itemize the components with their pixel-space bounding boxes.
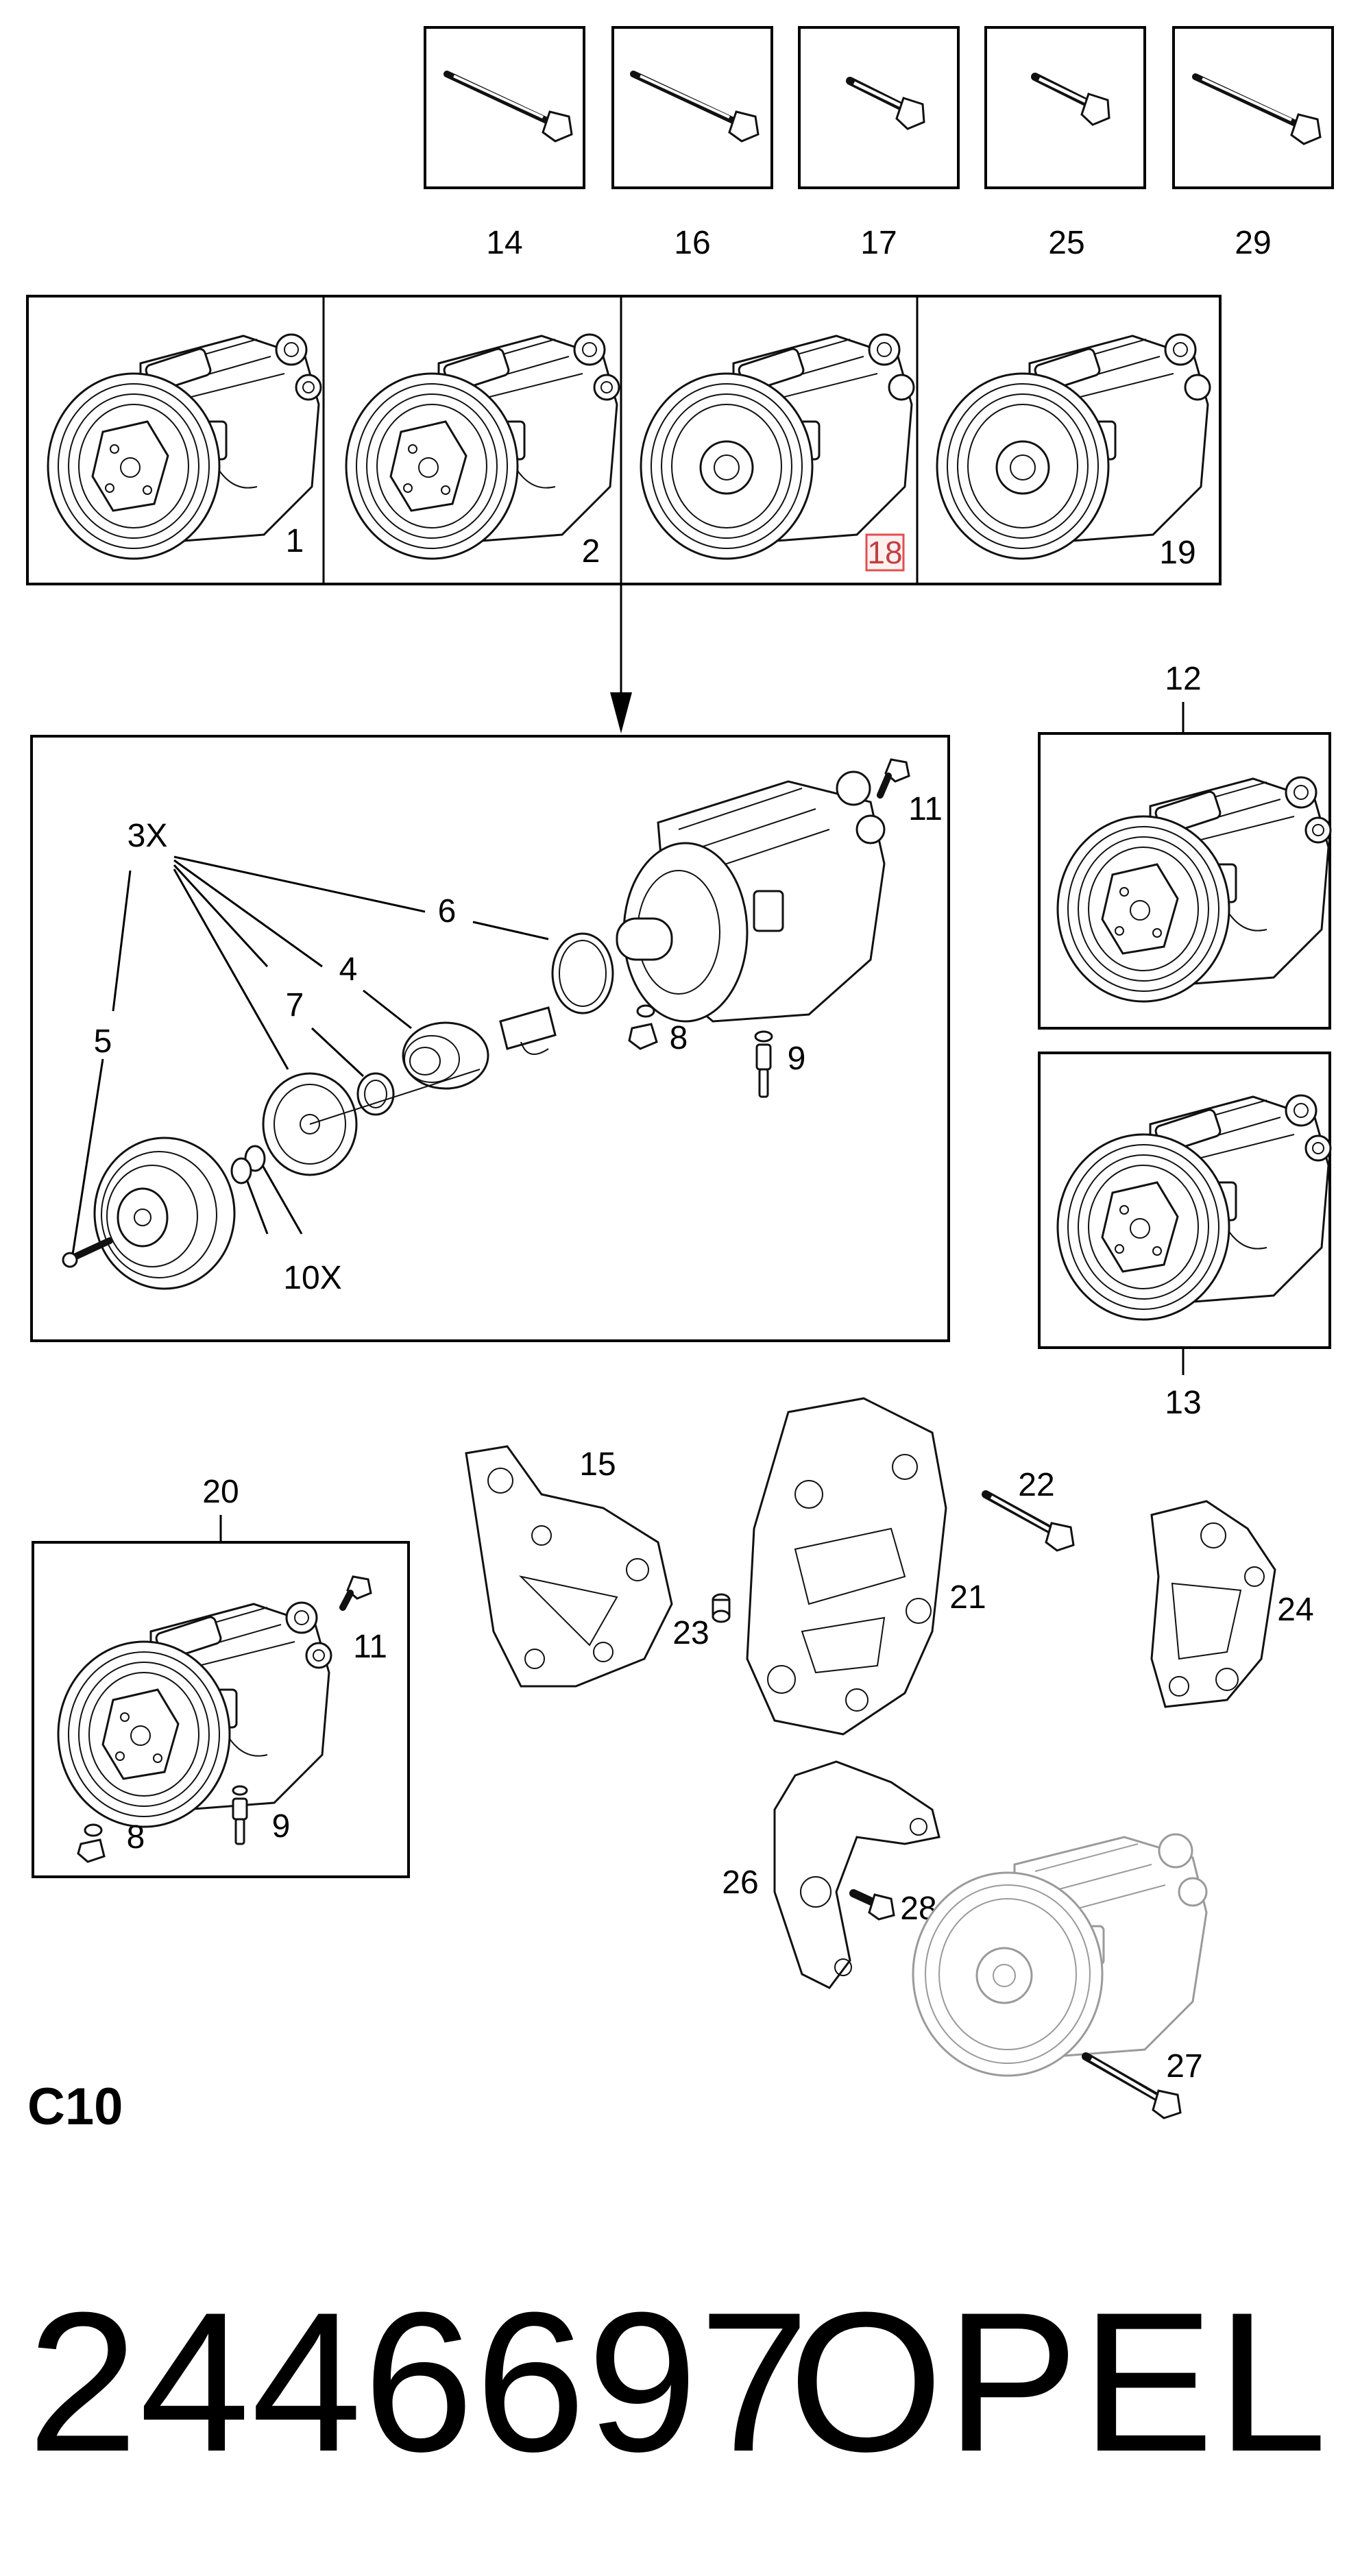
bolt-25[interactable]: 25 bbox=[984, 26, 1146, 261]
exploded-label-9: 9 bbox=[788, 1041, 806, 1077]
pin-23[interactable]: 23 bbox=[672, 1593, 731, 1651]
bolt-label-17: 17 bbox=[860, 225, 897, 261]
bracket-label-15: 15 bbox=[579, 1446, 616, 1483]
highlight-box bbox=[865, 533, 905, 572]
variant-1[interactable]: 1 bbox=[47, 333, 322, 560]
bolt-28[interactable]: 28 bbox=[849, 1889, 937, 1927]
bolt-14[interactable]: 14 bbox=[424, 26, 585, 261]
unit-20-label-11: 11 bbox=[353, 1629, 387, 1665]
exploded-item-6-snap-ring[interactable] bbox=[551, 932, 614, 1014]
bracket-24[interactable]: 24 bbox=[1150, 1500, 1314, 1708]
exploded-label-3x: 3X bbox=[127, 818, 168, 854]
exploded-label-10x: 10X bbox=[283, 1260, 341, 1296]
bolt-16[interactable]: 16 bbox=[611, 26, 773, 261]
variant-2[interactable]: 2 bbox=[345, 333, 620, 570]
bracket-label-26: 26 bbox=[722, 1864, 758, 1901]
bracket-label-27: 27 bbox=[1166, 2048, 1202, 2085]
bolt-17[interactable]: 17 bbox=[798, 26, 960, 261]
bracket-label-23: 23 bbox=[672, 1615, 709, 1651]
bracket-21[interactable]: 21 bbox=[746, 1397, 986, 1736]
bolt-label-29: 29 bbox=[1235, 225, 1271, 261]
leader-lines bbox=[71, 855, 549, 1255]
part-number: 2446697 bbox=[27, 2271, 811, 2493]
bolt-label-14: 14 bbox=[486, 225, 522, 261]
bolt-29[interactable]: 29 bbox=[1172, 26, 1334, 261]
exploded-plug[interactable] bbox=[499, 1006, 557, 1055]
variant-label-18: 18 bbox=[867, 535, 902, 570]
exploded-label-5: 5 bbox=[94, 1023, 112, 1060]
exploded-label-4: 4 bbox=[339, 951, 358, 988]
exploded-view: 11 3X 6 4 7 5 10X bbox=[30, 735, 950, 1342]
unit-label-12: 12 bbox=[1165, 661, 1201, 697]
section-code: C10 bbox=[27, 2078, 123, 2136]
bracket-label-21: 21 bbox=[949, 1579, 986, 1616]
reference-compressor bbox=[912, 1833, 1208, 2077]
bracket-label-22: 22 bbox=[1018, 1467, 1054, 1503]
bolt-row: 14 16 17 25 29 bbox=[424, 26, 1334, 261]
bracket-15[interactable]: 15 bbox=[465, 1445, 673, 1688]
bolt-label-16: 16 bbox=[674, 225, 710, 261]
brand-name: OPEL bbox=[788, 2271, 1330, 2493]
exploded-item-11[interactable]: 11 bbox=[877, 758, 943, 827]
variant-19[interactable]: 19 bbox=[936, 333, 1211, 571]
down-arrow bbox=[610, 584, 632, 733]
variant-label-2: 2 bbox=[582, 533, 600, 570]
compressor-variants: 1 2 18 19 bbox=[26, 295, 1222, 585]
exploded-label-7: 7 bbox=[286, 987, 304, 1023]
exploded-label-11: 11 bbox=[908, 791, 943, 827]
bolt-27[interactable]: 27 bbox=[1082, 2048, 1203, 2119]
unit-20-item-9[interactable]: 9 bbox=[232, 1785, 291, 1845]
exploded-compressor-body[interactable] bbox=[616, 770, 886, 1023]
bracket-26[interactable]: 26 bbox=[722, 1760, 940, 1989]
exploded-item-8[interactable]: 8 bbox=[628, 1004, 688, 1056]
exploded-pulley[interactable] bbox=[93, 1137, 236, 1290]
bolt-22[interactable]: 22 bbox=[982, 1467, 1075, 1552]
bolt-label-25: 25 bbox=[1048, 225, 1084, 261]
exploded-label-6: 6 bbox=[438, 893, 457, 929]
variant-18[interactable]: 18 bbox=[640, 333, 915, 572]
exploded-item-5-bolt[interactable] bbox=[62, 1237, 113, 1268]
bracket-label-24: 24 bbox=[1277, 1592, 1313, 1628]
exploded-item-7-ring[interactable] bbox=[356, 1072, 395, 1116]
exploded-item-4-coil[interactable] bbox=[402, 1021, 489, 1090]
exploded-label-8: 8 bbox=[670, 1020, 688, 1056]
unit-12[interactable]: 12 bbox=[1038, 661, 1332, 1030]
unit-20-label-9: 9 bbox=[272, 1808, 291, 1845]
exploded-item-9[interactable]: 9 bbox=[754, 1030, 806, 1098]
unit-20-label-8: 8 bbox=[127, 1819, 145, 1856]
unit-label-13: 13 bbox=[1165, 1385, 1201, 1421]
unit-13[interactable]: 13 bbox=[1038, 1052, 1332, 1421]
variant-label-19: 19 bbox=[1159, 535, 1195, 571]
exploded-item-10x-shims[interactable] bbox=[230, 1145, 266, 1184]
unit-20-item-11[interactable]: 11 bbox=[339, 1575, 387, 1665]
unit-20[interactable]: 20 11 8 9 bbox=[32, 1474, 410, 1878]
variant-label-1: 1 bbox=[286, 523, 304, 559]
unit-label-20: 20 bbox=[202, 1474, 239, 1510]
unit-20-item-8[interactable]: 8 bbox=[77, 1819, 145, 1863]
exploded-hub-plate[interactable] bbox=[262, 1069, 481, 1176]
